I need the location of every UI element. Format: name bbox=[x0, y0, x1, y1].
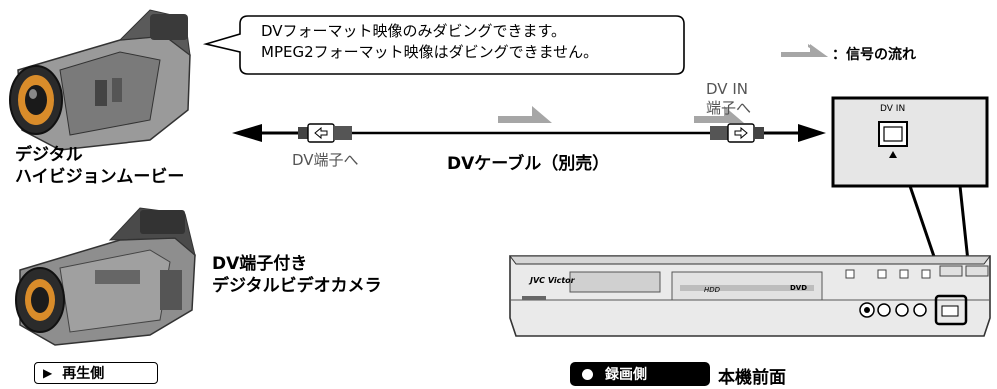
playback-badge-label: 再生側 bbox=[62, 366, 105, 382]
signal-flow-arrow-icon bbox=[498, 106, 552, 123]
cable-right-label: DV IN 端子へ bbox=[706, 80, 751, 118]
recording-badge: 録画側 bbox=[570, 362, 710, 386]
alt-device-line-2: デジタルビデオカメラ bbox=[212, 276, 382, 296]
cable-name-label: DVケーブル（別売） bbox=[447, 154, 610, 174]
hd-camcorder-illustration bbox=[9, 9, 191, 151]
recorder-illustration: HDD DVD bbox=[509, 255, 991, 337]
legend-label: ：信号の流れ bbox=[832, 47, 916, 63]
panel-port-label: DV IN bbox=[880, 104, 906, 114]
dv-camcorder-illustration bbox=[15, 207, 196, 346]
cable-right-label-line-1: DV IN bbox=[706, 80, 748, 98]
svg-text:DVD: DVD bbox=[790, 284, 807, 292]
source-device-line-1: デジタル bbox=[15, 145, 83, 165]
callout-line-2: MPEG2フォーマット映像はダビングできません。 bbox=[261, 43, 599, 61]
source-device-line-2: ハイビジョンムービー bbox=[15, 167, 185, 187]
source-device-label: デジタル ハイビジョンムービー bbox=[15, 144, 184, 188]
svg-text:HDD: HDD bbox=[704, 286, 721, 294]
callout-text: DVフォーマット映像のみダビングできます。 MPEG2フォーマット映像はダビング… bbox=[261, 21, 598, 63]
recording-caption: 本機前面 bbox=[718, 368, 786, 388]
alt-device-label: DV端子付き デジタルビデオカメラ bbox=[212, 253, 382, 297]
signal-flow-arrow-icon-2 bbox=[694, 106, 744, 123]
cable-illustration bbox=[232, 123, 826, 143]
callout-line-1: DVフォーマット映像のみダビングできます。 bbox=[261, 22, 567, 40]
callout-box bbox=[202, 15, 685, 75]
record-dot-icon bbox=[582, 368, 593, 380]
cable-left-label: DV端子へ bbox=[292, 151, 359, 169]
dv-in-panel-zoom bbox=[831, 96, 989, 188]
playback-badge: ▶ 再生側 bbox=[34, 362, 158, 384]
recording-badge-label: 録画側 bbox=[605, 367, 647, 383]
recorder-brand-logo: JVC Victor bbox=[530, 276, 575, 285]
cable-right-label-line-2: 端子へ bbox=[706, 99, 752, 117]
alt-device-line-1: DV端子付き bbox=[212, 254, 308, 274]
play-icon: ▶ bbox=[43, 366, 53, 380]
